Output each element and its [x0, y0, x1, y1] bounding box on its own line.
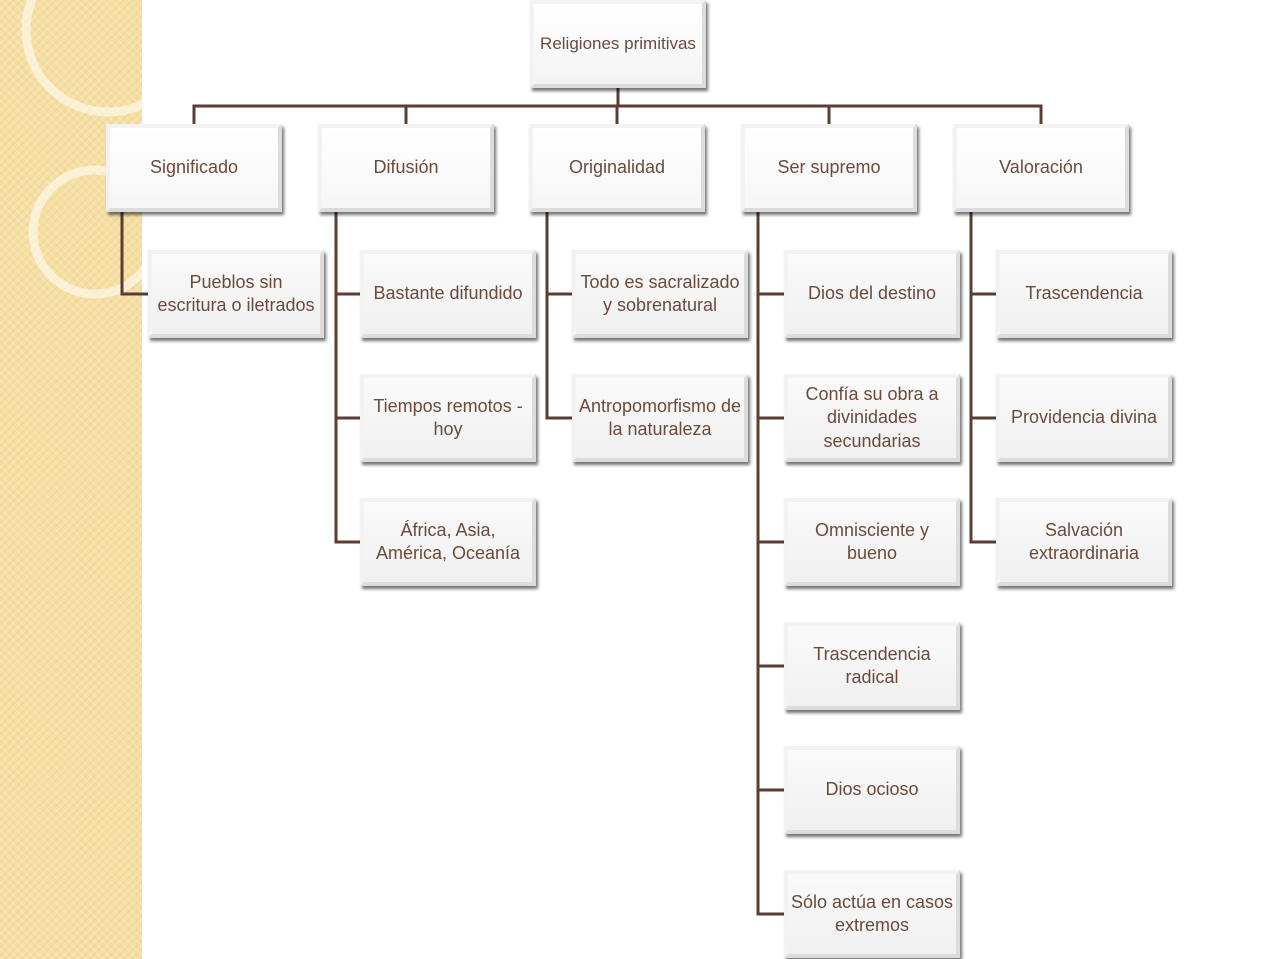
- category-label: Difusión: [373, 157, 439, 178]
- category-label: Ser supremo: [777, 157, 881, 178]
- item-label: Pueblos sin escritura o iletrados: [157, 271, 315, 315]
- item-solo-actua: Sólo actúa en casos extremos: [784, 870, 960, 958]
- category-difusion: Difusión: [318, 124, 494, 212]
- item-label: Omnisciente y bueno: [814, 519, 930, 563]
- category-label: Valoración: [999, 157, 1083, 178]
- item-pueblos-sin-escritura: Pueblos sin escritura o iletrados: [148, 250, 324, 338]
- item-confia-su-obra: Confía su obra a divinidades secundarias: [784, 374, 960, 462]
- category-originalidad: Originalidad: [529, 124, 705, 212]
- item-antropomorfismo: Antropomorfismo de la naturaleza: [572, 374, 748, 462]
- item-dios-del-destino: Dios del destino: [784, 250, 960, 338]
- item-label: África, Asia, América, Oceanía: [375, 519, 521, 563]
- category-significado: Significado: [106, 124, 282, 212]
- item-label: Antropomorfismo de la naturaleza: [578, 395, 742, 439]
- item-trascendencia-radical: Trascendencia radical: [784, 622, 960, 710]
- item-label: Tiempos remotos - hoy: [373, 395, 523, 439]
- item-label: Dios ocioso: [825, 779, 919, 800]
- item-label: Trascendencia: [1025, 283, 1143, 304]
- item-africa-asia: África, Asia, América, Oceanía: [360, 498, 536, 586]
- item-label: Todo es sacralizado y sobrenatural: [580, 271, 740, 315]
- item-salvacion: Salvación extraordinaria: [996, 498, 1172, 586]
- item-omnisciente: Omnisciente y bueno: [784, 498, 960, 586]
- category-valoracion: Valoración: [953, 124, 1129, 212]
- item-trascendencia: Trascendencia: [996, 250, 1172, 338]
- category-label: Significado: [149, 157, 239, 178]
- category-ser-supremo: Ser supremo: [741, 124, 917, 212]
- item-label: Dios del destino: [807, 283, 937, 304]
- item-label: Providencia divina: [1010, 407, 1158, 428]
- item-label: Trascendencia radical: [813, 643, 931, 687]
- item-providencia-divina: Providencia divina: [996, 374, 1172, 462]
- item-label: Bastante difundido: [373, 283, 523, 304]
- category-label: Originalidad: [568, 157, 666, 178]
- item-todo-sacralizado: Todo es sacralizado y sobrenatural: [572, 250, 748, 338]
- root-node: Religiones primitivas: [530, 0, 706, 88]
- item-label: Sólo actúa en casos extremos: [790, 891, 954, 935]
- item-label: Salvación extraordinaria: [1028, 519, 1140, 563]
- item-bastante-difundido: Bastante difundido: [360, 250, 536, 338]
- item-label: Confía su obra a divinidades secundarias: [805, 383, 939, 451]
- item-dios-ocioso: Dios ocioso: [784, 746, 960, 834]
- root-label: Religiones primitivas: [540, 33, 696, 53]
- item-tiempos-remotos: Tiempos remotos - hoy: [360, 374, 536, 462]
